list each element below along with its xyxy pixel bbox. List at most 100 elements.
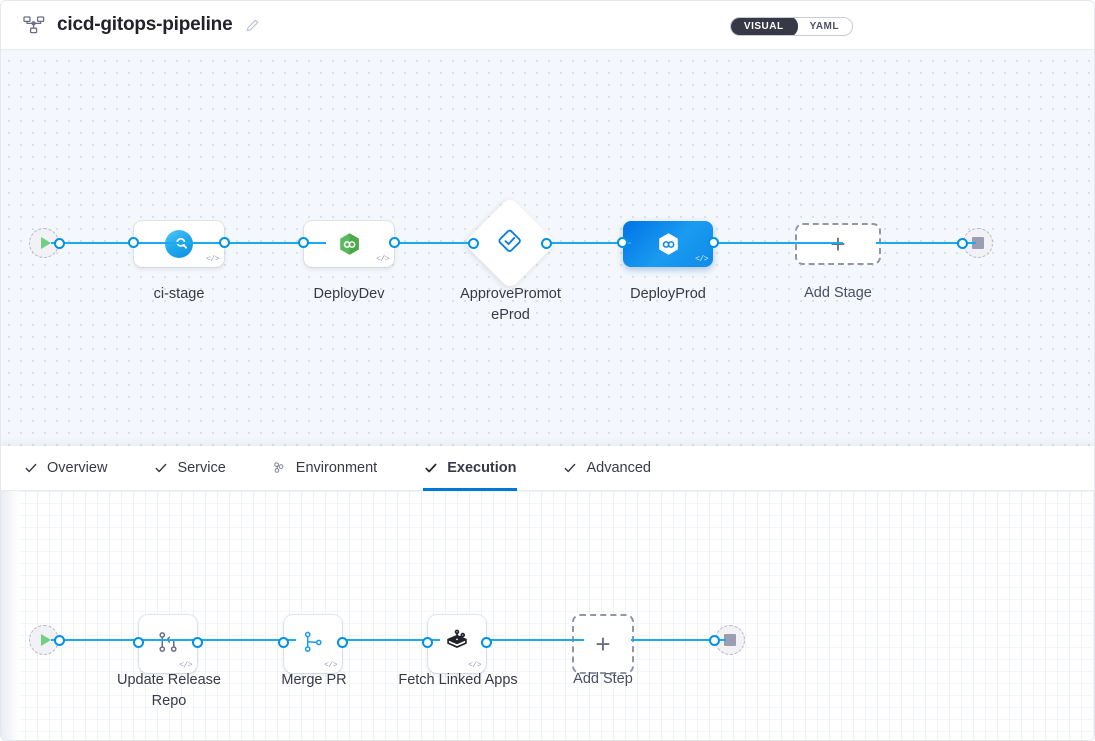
stage-port-in[interactable] [468, 238, 479, 249]
stage-card-selected[interactable]: </> [623, 221, 713, 267]
step-port-in[interactable] [133, 637, 144, 648]
stage-end-port[interactable] [957, 238, 968, 249]
step-port-out[interactable] [192, 637, 203, 648]
stage-node-ci-stage[interactable]: </> [128, 221, 230, 267]
stage-diamond[interactable] [463, 196, 557, 290]
stage-end-node[interactable] [957, 228, 993, 258]
add-stage-label: Add Stage [804, 285, 872, 301]
step-link-start-update [51, 639, 143, 641]
step-port-in[interactable] [278, 637, 289, 648]
execution-steps-canvas[interactable]: </> Update Release Repo </> [1, 491, 1094, 740]
tab-environment[interactable]: Environment [272, 446, 377, 491]
tab-label: Advanced [586, 460, 652, 476]
stage-port-in[interactable] [128, 237, 139, 248]
tab-label: Service [177, 460, 226, 476]
tab-advanced[interactable]: Advanced [563, 446, 652, 491]
step-start-node[interactable] [29, 625, 65, 655]
tab-service[interactable]: Service [153, 446, 226, 491]
stage-card[interactable]: </> [134, 221, 224, 267]
tab-label: Environment [295, 460, 378, 476]
check-icon [153, 461, 168, 476]
add-step-button[interactable]: + [572, 614, 634, 674]
stage-node-approvepromoteprod[interactable] [463, 196, 557, 290]
cube-deploy-icon [441, 626, 473, 663]
step-port-out[interactable] [481, 637, 492, 648]
page-title: cicd-gitops-pipeline [57, 14, 233, 35]
code-glyph: </> [695, 255, 708, 264]
code-glyph: </> [468, 661, 481, 670]
stage-label-deploydev: DeployDev [313, 286, 385, 302]
step-node-fetch-linked-apps[interactable]: </> [422, 615, 492, 673]
argo-hexagon-icon [335, 230, 363, 258]
stage-link-add-end [876, 242, 976, 244]
stage-port-out[interactable] [708, 237, 719, 248]
step-card[interactable]: </> [428, 615, 486, 673]
check-icon [23, 461, 38, 476]
step-link-add-end [631, 639, 726, 641]
step-label-update-release-repo: Update Release Repo [117, 672, 221, 709]
stage-port-out[interactable] [389, 237, 400, 248]
git-branch-gray-icon [153, 627, 183, 662]
code-glyph: </> [206, 255, 219, 264]
stage-port-in[interactable] [298, 237, 309, 248]
tab-execution[interactable]: Execution [423, 446, 517, 491]
stage-label-approvepromoteprod: ApprovePromot eProd [460, 286, 561, 323]
code-glyph: </> [324, 661, 337, 670]
stage-card[interactable]: </> [304, 221, 394, 267]
toggle-option-yaml[interactable]: YAML [809, 21, 839, 32]
check-icon [563, 461, 578, 476]
stage-label-ci-stage: ci-stage [153, 286, 205, 302]
step-node-update-release-repo[interactable]: </> [133, 615, 203, 673]
step-card[interactable]: </> [139, 615, 197, 673]
step-card[interactable]: </> [284, 615, 342, 673]
stage-link-ci-dev [229, 242, 326, 244]
header-bar: cicd-gitops-pipeline VISUAL YAML [1, 1, 1094, 50]
stage-config-tabs[interactable]: Overview Service Environment [1, 446, 1094, 491]
step-label-fetch-linked-apps: Fetch Linked Apps [398, 672, 518, 688]
plus-icon[interactable]: + [572, 614, 634, 674]
tab-overview[interactable]: Overview [23, 446, 107, 491]
stage-link-prod-add [708, 242, 843, 244]
stage-label-deployprod: DeployProd [630, 286, 706, 302]
stage-port-out[interactable] [541, 238, 552, 249]
argo-hexagon-icon [654, 230, 682, 258]
step-link-update-in [138, 639, 210, 641]
approval-diamond-icon [495, 226, 525, 261]
code-glyph: </> [376, 255, 389, 264]
pencil-icon[interactable] [244, 17, 260, 33]
toggle-option-visual[interactable]: VISUAL [730, 18, 798, 35]
environment-icon [272, 461, 287, 476]
step-node-merge-pr[interactable]: </> [278, 615, 348, 673]
stage-node-deploydev[interactable]: </> [298, 221, 400, 267]
stage-link-start-ci [51, 242, 143, 244]
step-port-out[interactable] [337, 637, 348, 648]
tab-label: Overview [47, 460, 108, 476]
stage-link-approve-prod [546, 242, 631, 244]
plus-icon[interactable]: + [795, 223, 881, 265]
step-link-update-merge [198, 639, 296, 641]
stage-link-ci-in [138, 242, 238, 244]
stage-canvas[interactable]: </> ci-stage </> [1, 50, 1094, 446]
code-glyph: </> [179, 661, 192, 670]
step-port-in[interactable] [422, 637, 433, 648]
view-mode-toggle[interactable]: VISUAL YAML [729, 17, 853, 36]
check-icon [423, 461, 438, 476]
step-label-merge-pr: Merge PR [281, 672, 347, 688]
tab-label: Execution [447, 460, 517, 476]
stage-start-node[interactable] [29, 228, 65, 258]
stage-node-deployprod[interactable]: </> [617, 221, 719, 267]
git-merge-blue-icon [298, 627, 328, 662]
add-step-label: Add Step [573, 671, 633, 687]
step-end-port[interactable] [709, 635, 720, 646]
add-stage-button[interactable]: + [795, 223, 881, 265]
step-link-merge-fetch [342, 639, 440, 641]
stage-port-out[interactable] [219, 237, 230, 248]
step-link-fetch-add [486, 639, 584, 641]
harness-ci-icon [165, 230, 193, 258]
stage-start-port[interactable] [54, 238, 65, 249]
stage-link-dev-approve [399, 242, 477, 244]
step-start-port[interactable] [54, 635, 65, 646]
stage-port-in[interactable] [617, 237, 628, 248]
step-end-node[interactable] [709, 625, 745, 655]
